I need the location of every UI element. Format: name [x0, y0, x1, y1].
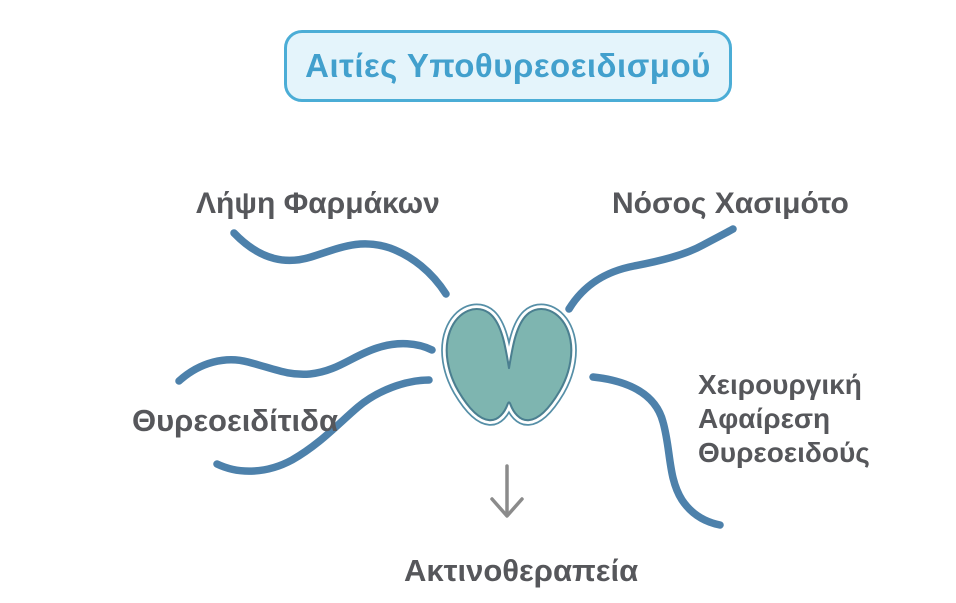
connector-thyroiditis-lower — [213, 376, 433, 475]
node-label-thyroiditis: Θυρεοειδίτιδα — [132, 403, 339, 438]
connector-thyroiditis-upper — [175, 339, 436, 385]
down-arrow-icon — [490, 464, 524, 518]
connector-hashimoto — [565, 225, 737, 313]
connector-surgery — [589, 373, 724, 529]
thyroid-body — [445, 308, 573, 422]
node-label-medications: Λήψη Φαρμάκων — [196, 187, 440, 220]
node-label-surgical-removal: Χειρουργική Αφαίρεση Θυρεοειδούς — [698, 369, 870, 468]
node-label-hashimoto: Νόσος Χασιμότο — [612, 187, 849, 220]
connector-medications — [230, 229, 450, 298]
diagram-title: Αιτίες Υποθυρεοειδισμού — [305, 47, 711, 84]
down-arrow-head — [490, 497, 524, 518]
node-label-radiotherapy: Ακτινοθεραπεία — [404, 553, 639, 588]
title-box: Αιτίες Υποθυρεοειδισμού — [284, 30, 732, 102]
thyroid-gland-icon — [441, 303, 577, 426]
